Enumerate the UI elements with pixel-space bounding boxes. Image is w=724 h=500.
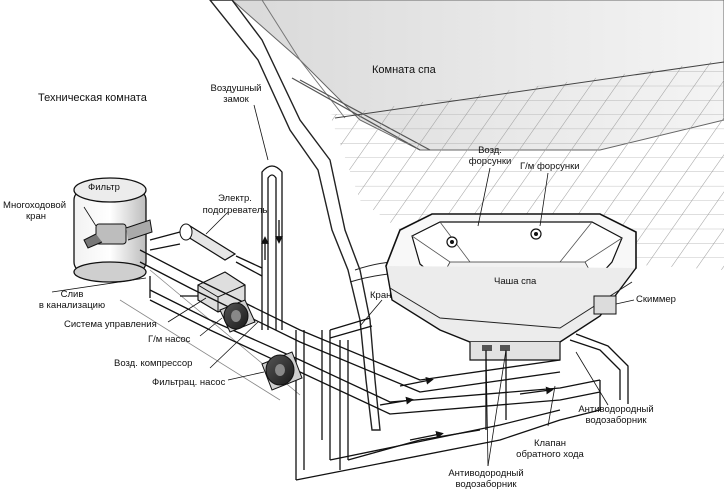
- heater-label-2: подогреватель: [202, 205, 268, 216]
- hydro-jets-label: Г/м форсунки: [520, 161, 580, 172]
- drain-label-2: в канализацию: [38, 300, 106, 311]
- air-compressor-label: Возд. компрессор: [114, 358, 193, 369]
- spa-bowl: [385, 213, 637, 361]
- filter-tank: [73, 177, 153, 283]
- air-jets-label-2: форсунки: [468, 156, 512, 167]
- anti-vortex-bottom-label-2: водозаборник: [455, 479, 517, 490]
- spa-room-label: Комната спа: [372, 64, 436, 76]
- control-system-label: Система управления: [64, 319, 157, 330]
- drain-label-1: Слив: [60, 289, 84, 300]
- check-valve-label-2: обратного хода: [516, 449, 584, 460]
- check-valve-label-1: Клапан: [533, 438, 567, 449]
- pipe-network: [139, 165, 629, 481]
- technical-room-label: Техническая комната: [38, 92, 147, 104]
- leader-lines: [51, 104, 635, 467]
- filtration-pump: [261, 351, 303, 391]
- air-lock-label-2: замок: [223, 94, 249, 105]
- multiport-valve-label-2: кран: [26, 211, 46, 222]
- spa-bowl-label: Чаша спа: [494, 276, 537, 287]
- filtration-pump-label: Фильтрац. насос: [152, 377, 226, 388]
- anti-vortex-right-label-2: водозаборник: [585, 415, 647, 426]
- filter-label: Фильтр: [88, 182, 120, 193]
- hydro-pump-label: Г/м насос: [148, 334, 191, 345]
- skimmer-label: Скиммер: [636, 294, 676, 305]
- multiport-valve-label-1: Многоходовой: [3, 200, 66, 211]
- air-jets-label-1: Возд.: [478, 145, 502, 156]
- air-lock-label-1: Воздушный: [210, 83, 262, 94]
- anti-vortex-right-label-1: Антиводородный: [578, 404, 654, 415]
- heater: [178, 223, 237, 261]
- tap-label: Кран: [370, 290, 392, 301]
- hydro-pump: [219, 299, 256, 333]
- anti-vortex-bottom-label-1: Антиводородный: [448, 468, 524, 479]
- heater-label-1: Электр.: [218, 193, 252, 204]
